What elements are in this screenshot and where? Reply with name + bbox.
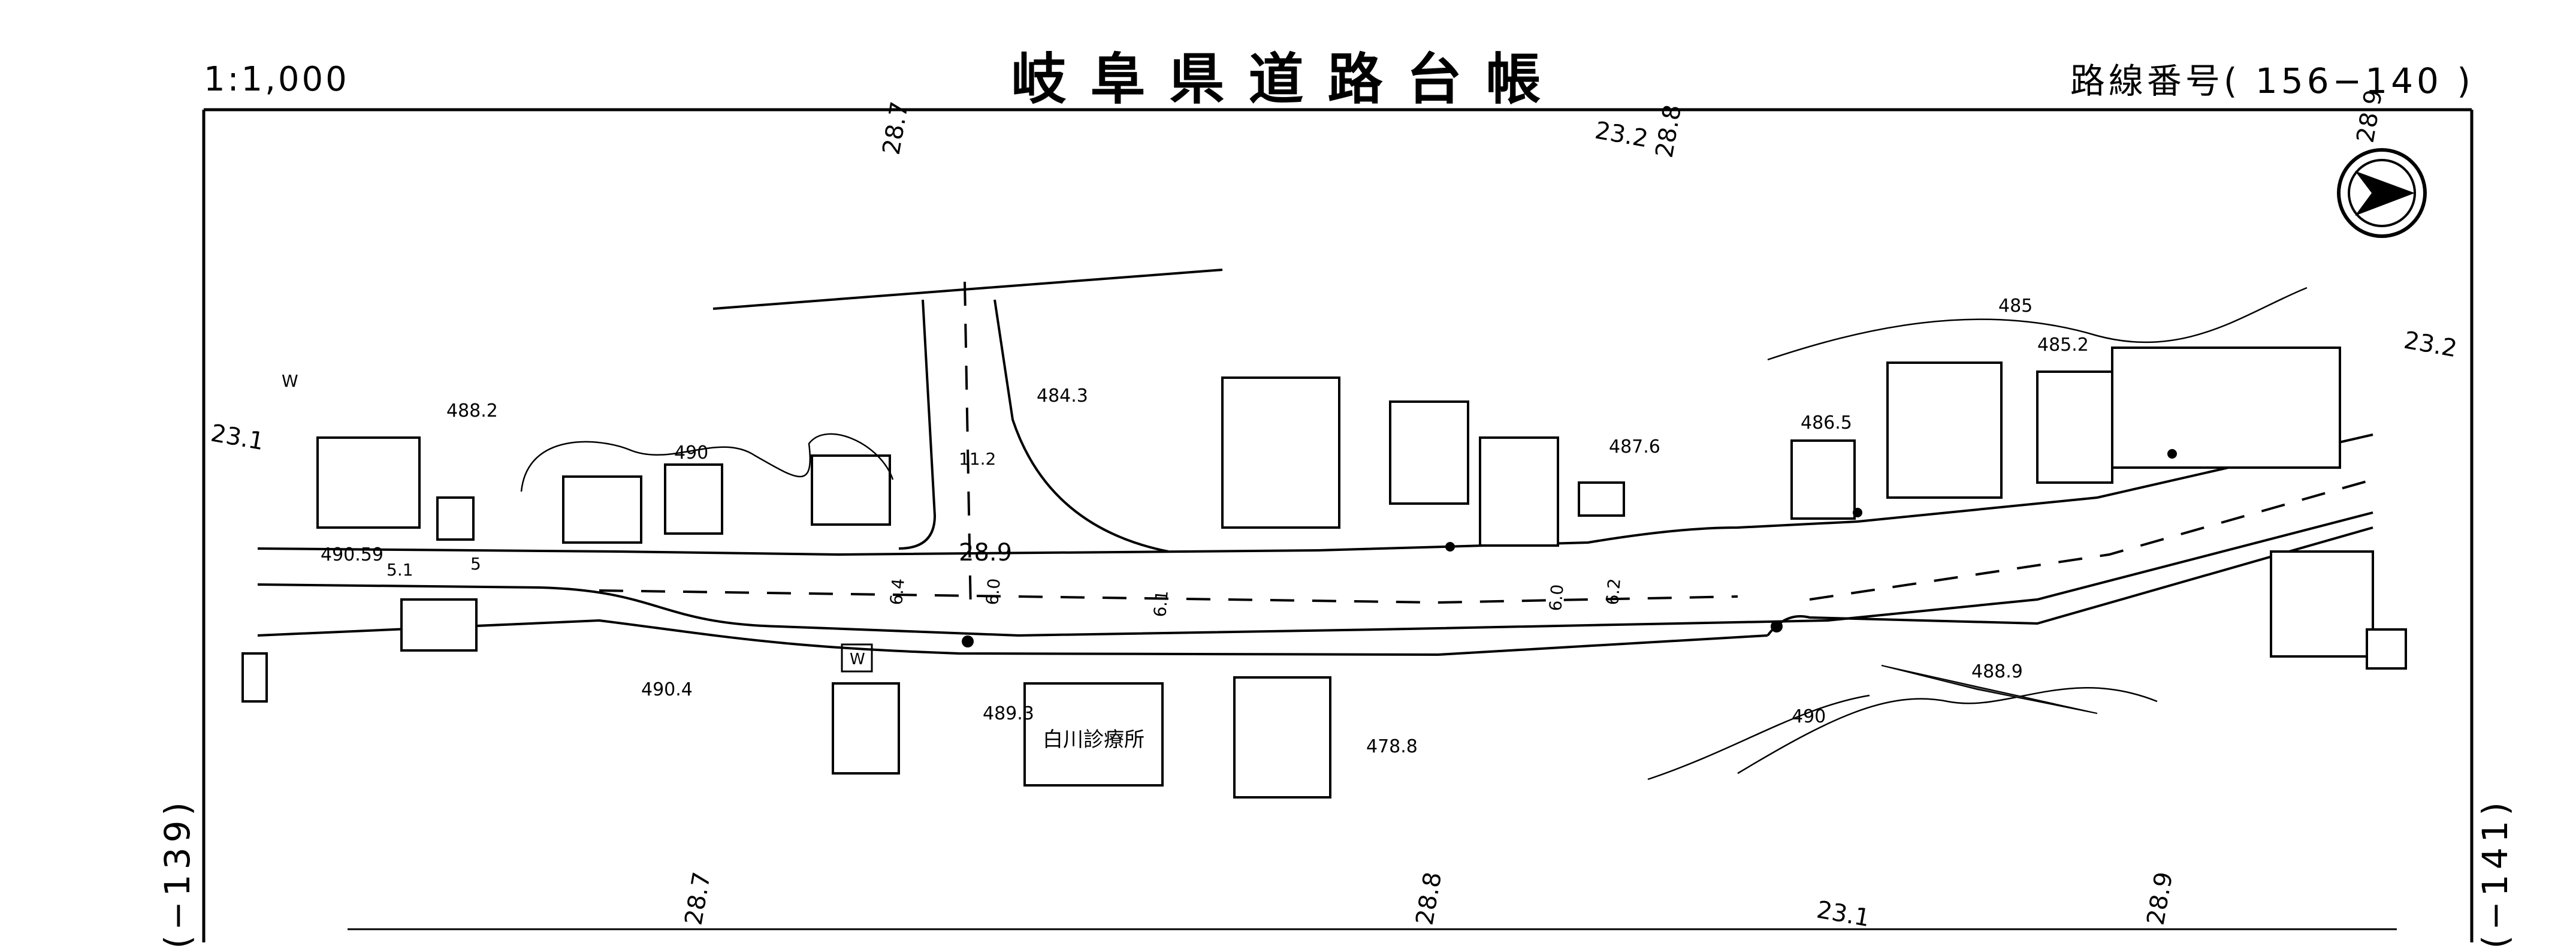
- grid-label-top-28-9: 28.9: [2352, 88, 2388, 145]
- elevation-490-b: 490: [1792, 706, 1826, 727]
- width-11-2: 11.2: [959, 449, 996, 469]
- north-arrow-icon: [2337, 148, 2427, 238]
- place-labels: 白川診療所 W W: [282, 371, 1144, 752]
- route-label: 路線番号(: [2070, 61, 2241, 101]
- water-marker-1: W: [282, 371, 298, 391]
- grid-label-top-28-7: 28.7: [878, 100, 914, 157]
- elevation-489-3: 489.3: [983, 703, 1034, 724]
- grid-label-bottom-23-1: 23.1: [1814, 896, 1872, 933]
- cliff-hatch: [1881, 665, 2098, 714]
- contour-lines: [520, 287, 2308, 781]
- width-6-2: 6.2: [1602, 577, 1624, 605]
- elevation-labels: 488.2 490.59 484.3 487.6 486.5 485.2 485…: [321, 296, 2089, 757]
- elevation-478-8: 478.8: [1366, 736, 1418, 757]
- route-number-value: 156−140: [2255, 61, 2442, 101]
- elevation-486-5: 486.5: [1801, 412, 1852, 433]
- width-6-0-b: 6.0: [1545, 583, 1568, 611]
- width-5-1: 5.1: [386, 560, 413, 580]
- elevation-485: 485: [1998, 296, 2033, 317]
- grid-label-top-23-2: 23.2: [1593, 117, 1650, 153]
- manhole-icon: [962, 635, 974, 647]
- grid-label-right-23-2: 23.2: [2402, 327, 2459, 363]
- clinic-label: 白川診療所: [1043, 728, 1144, 752]
- road-width-labels: 11.2 6.4 6.0 6.1 6.0 6.2 5.1 5: [386, 449, 1624, 618]
- map-title: 岐阜県道路台帳: [1011, 47, 1565, 112]
- manhole-icon: [1771, 620, 1783, 632]
- point-marker: [2167, 449, 2177, 459]
- grid-label-bottom-28-9: 28.9: [2142, 870, 2179, 927]
- width-6-1: 6.1: [1150, 589, 1172, 617]
- route-number: 路線番号( 156−140 ): [2070, 53, 2474, 103]
- water-marker-box: [841, 643, 873, 673]
- elevation-490-59: 490.59: [321, 544, 383, 565]
- side-road: [712, 269, 1223, 612]
- elevation-488-2: 488.2: [446, 400, 498, 421]
- grid-label-bottom-28-7: 28.7: [680, 870, 717, 927]
- elevation-487-6: 487.6: [1609, 436, 1660, 457]
- map-scale: 1:1,000: [204, 60, 349, 99]
- main-road: [257, 433, 2373, 656]
- water-marker-2: W: [850, 650, 865, 668]
- buildings: [241, 347, 2407, 799]
- utility-points: [962, 449, 2177, 647]
- grid-label-left-23-1: 23.1: [209, 420, 266, 456]
- elevation-488-9: 488.9: [1971, 661, 2023, 682]
- width-5-2: 5: [470, 554, 481, 574]
- elevation-490-4: 490.4: [641, 679, 693, 700]
- route-close: ): [2457, 61, 2474, 101]
- elevation-484-3: 484.3: [1037, 385, 1088, 406]
- grid-label-mid-28-9: 28.9: [959, 539, 1012, 567]
- point-marker: [1445, 542, 1455, 552]
- grid-label-bottom-28-8: 28.8: [1411, 870, 1448, 927]
- point-marker: [1853, 508, 1862, 517]
- elevation-485-2: 485.2: [2037, 335, 2089, 356]
- width-6-0-a: 6.0: [982, 577, 1004, 605]
- width-6-4: 6.4: [886, 577, 908, 605]
- elevation-490-a: 490: [674, 442, 708, 463]
